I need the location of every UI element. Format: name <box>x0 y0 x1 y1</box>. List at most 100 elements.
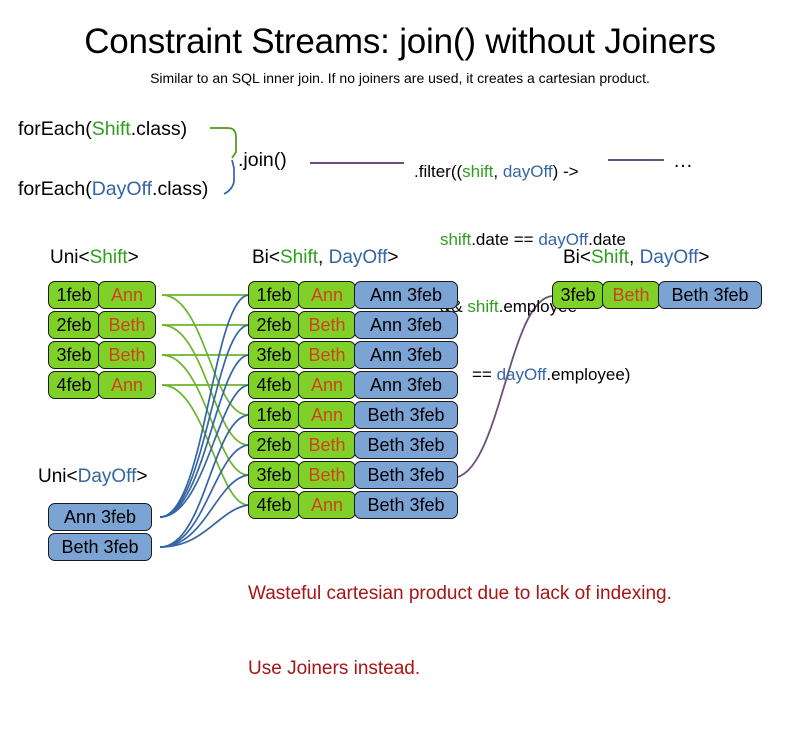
shift-date: 3feb <box>248 461 300 489</box>
filter-line-1: .filter((shift, dayOff) -> <box>414 161 630 184</box>
code-join-call: .join() <box>238 149 287 171</box>
shift-date: 1feb <box>248 281 300 309</box>
cap-uni-shift-type: Shift <box>89 247 128 268</box>
shift-employee: Beth <box>298 341 356 369</box>
dayoff-label: Beth 3feb <box>354 461 458 489</box>
shift-date: 4feb <box>48 371 100 399</box>
shift-employee: Beth <box>298 311 356 339</box>
dayoff-label: Ann 3feb <box>354 341 458 369</box>
shift-date: 2feb <box>248 311 300 339</box>
cap-bi-mid-type-a: Shift <box>280 247 319 268</box>
filter-l1-param-shift: shift <box>462 162 494 181</box>
slide-canvas: Constraint Streams: join() without Joine… <box>18 22 762 679</box>
filter-line-4: == dayOff.employee) <box>414 364 630 387</box>
page-subtitle: Similar to an SQL inner join. If no join… <box>150 70 650 86</box>
cap-bi-mid-post: > <box>387 247 399 268</box>
cap-bi-mid-sep: , <box>318 247 329 268</box>
shift-date: 3feb <box>48 341 100 369</box>
dayoff-label: Ann 3feb <box>354 281 458 309</box>
shift-date: 3feb <box>552 281 604 309</box>
dayoff-label: Beth 3feb <box>354 491 458 519</box>
caption-uni-dayoff: Uni<DayOff> <box>38 465 148 489</box>
shift-employee: Ann <box>98 281 156 309</box>
shift-date: 1feb <box>248 401 300 429</box>
cap-uni-dayoff-pre: Uni< <box>38 466 78 487</box>
shift-employee: Ann <box>98 371 156 399</box>
foreach-shift-type: Shift <box>91 118 131 140</box>
shift-employee: Beth <box>298 431 356 459</box>
dayoff-card[interactable]: Beth 3feb <box>48 533 152 561</box>
warning-line-1: Wasteful cartesian product due to lack o… <box>248 583 672 604</box>
filter-l1-param-dayoff: dayOff <box>502 162 553 181</box>
cap-uni-dayoff-type: DayOff <box>77 466 137 487</box>
caption-uni-shift: Uni<Shift> <box>50 246 139 270</box>
caption-bi-right: Bi<Shift, DayOff> <box>563 246 709 270</box>
shift-employee: Beth <box>98 341 156 369</box>
filter-l1-mid: , <box>493 162 503 181</box>
cap-bi-right-sep: , <box>629 247 640 268</box>
cap-bi-right-type-b: DayOff <box>639 247 699 268</box>
cap-uni-dayoff-post: > <box>136 466 148 487</box>
shift-employee: Ann <box>298 401 356 429</box>
pipeline-ellipsis: … <box>673 150 695 172</box>
shift-employee: Ann <box>298 281 356 309</box>
shift-employee: Ann <box>298 491 356 519</box>
shift-date: 1feb <box>48 281 100 309</box>
shift-employee: Beth <box>298 461 356 489</box>
filter-l1-post: ) -> <box>552 162 579 181</box>
shift-employee: Beth <box>602 281 660 309</box>
filter-l2-dayoff: dayOff <box>538 229 589 249</box>
page-title: Constraint Streams: join() without Joine… <box>84 22 716 61</box>
cap-uni-shift-post: > <box>127 247 139 268</box>
dayoff-label: Beth 3feb <box>658 281 762 309</box>
filter-l3-shift: shift <box>467 297 499 316</box>
foreach-dayoff-post: .class) <box>152 178 209 200</box>
wire-group-shift <box>161 294 249 506</box>
wire-group-dayoff <box>159 294 249 548</box>
code-foreach-dayoff: forEach(DayOff.class) <box>18 177 208 202</box>
code-foreach-shift: forEach(Shift.class) <box>18 117 187 142</box>
cap-bi-right-pre: Bi< <box>563 247 591 268</box>
filter-l2-shift: shift <box>440 229 472 249</box>
dayoff-label: Ann 3feb <box>354 311 458 339</box>
dayoff-label: Beth 3feb <box>354 401 458 429</box>
brace-dayoff-to-join <box>223 159 235 195</box>
caption-bi-middle: Bi<Shift, DayOff> <box>252 246 398 270</box>
dayoff-label: Beth 3feb <box>354 431 458 459</box>
brace-shift-to-join <box>210 127 237 159</box>
cap-bi-mid-pre: Bi< <box>252 247 280 268</box>
filter-l2-mid: .date == <box>471 229 539 249</box>
dayoff-label: Ann 3feb <box>354 371 458 399</box>
shift-date: 2feb <box>248 431 300 459</box>
foreach-shift-pre: forEach( <box>18 118 92 140</box>
cap-uni-shift-pre: Uni< <box>50 247 90 268</box>
shift-date: 4feb <box>248 491 300 519</box>
cap-bi-mid-type-b: DayOff <box>328 247 388 268</box>
shift-employee: Ann <box>298 371 356 399</box>
shift-date: 4feb <box>248 371 300 399</box>
filter-l4-pre: == <box>472 364 497 384</box>
shift-date: 3feb <box>248 341 300 369</box>
warning-text: Wasteful cartesian product due to lack o… <box>248 531 672 731</box>
filter-l2-post: .date <box>588 229 626 249</box>
dayoff-card[interactable]: Ann 3feb <box>48 503 152 531</box>
filter-l4-dayoff: dayOff <box>496 364 547 384</box>
filter-l1-pre: .filter(( <box>414 162 463 181</box>
dayoff-label: Ann 3feb <box>48 503 152 531</box>
warning-line-2: Use Joiners instead. <box>248 658 421 679</box>
cap-bi-right-post: > <box>698 247 710 268</box>
filter-l4-post: .employee) <box>546 364 631 384</box>
